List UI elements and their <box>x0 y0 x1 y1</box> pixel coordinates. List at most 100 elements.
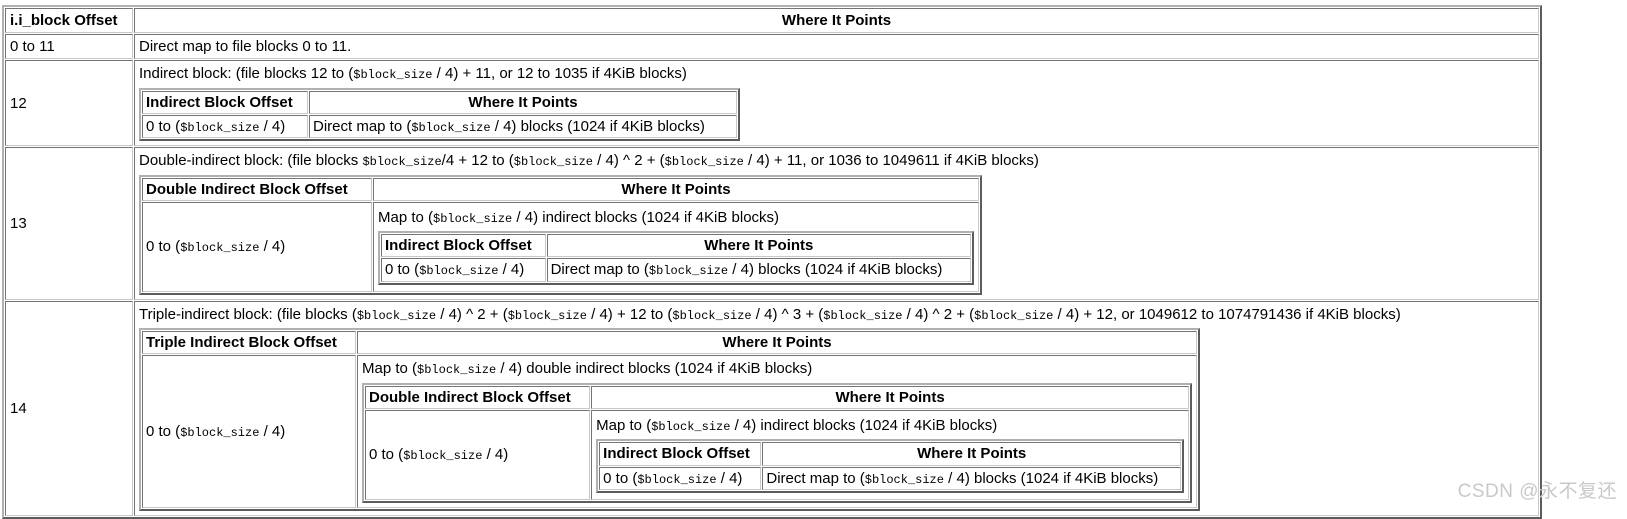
trp-header-points: Where It Points <box>357 331 1197 355</box>
trp-lead-code2: $block_size <box>507 308 587 323</box>
trp-inner-cell-points: Map to ($block_size / 4) indirect blocks… <box>591 409 1189 500</box>
triple-indirect-body-row: 0 to ($block_size / 4) Map to ($block_si… <box>142 355 1197 508</box>
dbl-map-pre: Map to ( <box>378 208 434 226</box>
indirect-nested-row: 0 to ($block_size / 4) Direct map to ($b… <box>142 114 737 139</box>
indirect-points-pre: Direct map to ( <box>313 117 412 135</box>
trp-offset-post: / 4) <box>259 422 286 440</box>
trp-lead-mid3: / 4) ^ 3 + ( <box>751 305 824 323</box>
indirect-lead-post: / 4) + 11, or 12 to 1035 if 4KiB blocks) <box>432 65 687 83</box>
indirect-cell-offset: 0 to ($block_size / 4) <box>142 114 308 139</box>
trp-lead-mid2: / 4) + 12 to ( <box>586 305 673 323</box>
trp-inner-map-post: / 4) indirect blocks (1024 if 4KiB block… <box>730 416 998 434</box>
dbl-inner-points-code: $block_size <box>648 264 729 279</box>
trp-inner-offset-post: / 4) <box>482 446 509 464</box>
cell-offset-indirect: 12 <box>5 60 133 147</box>
trp-innermost-offset-code: $block_size <box>637 472 717 487</box>
double-indirect-body-row: 0 to ($block_size / 4) Map to ($block_si… <box>142 201 979 292</box>
table-header-row: i.i_block Offset Where It Points <box>5 8 1539 34</box>
trp-map-pre: Map to ( <box>362 360 418 378</box>
trp-innermost-body-row: 0 to ($block_size / 4) Direct map to ($b… <box>599 466 1181 490</box>
indirect-offset-pre: 0 to ( <box>146 117 181 135</box>
double-indirect-header-row: Double Indirect Block Offset Where It Po… <box>142 177 979 201</box>
indirect-header-offset: Indirect Block Offset <box>142 90 308 114</box>
table-row-triple-indirect: 14 Triple-indirect block: (file blocks (… <box>5 300 1539 516</box>
indirect-cell-points: Direct map to ($block_size / 4) blocks (… <box>309 114 737 139</box>
dbl-lead-mid2: / 4) ^ 2 + ( <box>593 152 665 170</box>
dbl-inner-header-row: Indirect Block Offset Where It Points <box>381 234 971 258</box>
trp-lead-code3: $block_size <box>672 308 752 323</box>
inode-block-map-table: i.i_block Offset Where It Points 0 to 11… <box>2 5 1542 519</box>
cell-offset-double-indirect: 13 <box>5 147 133 300</box>
trp-lead-pre: Triple-indirect block: (file blocks ( <box>139 305 357 323</box>
dbl-inner-offset-post: / 4) <box>498 261 525 279</box>
dbl-inner-body-row: 0 to ($block_size / 4) Direct map to ($b… <box>381 258 971 282</box>
dbl-inner-cell-points: Direct map to ($block_size / 4) blocks (… <box>546 258 971 282</box>
dbl-offset-pre: 0 to ( <box>146 238 181 256</box>
trp-innermost-points-pre: Direct map to ( <box>766 469 865 487</box>
dbl-offset-post: / 4) <box>259 238 286 256</box>
indirect-lead-text: Indirect block: (file blocks 12 to ($blo… <box>139 64 1534 85</box>
dbl-inner-header-points: Where It Points <box>546 234 971 258</box>
dbl-inner-offset-code: $block_size <box>419 264 499 279</box>
trp-lead-code5: $block_size <box>974 308 1054 323</box>
dbl-inner-cell-offset: 0 to ($block_size / 4) <box>381 258 546 282</box>
dbl-inner-points-pre: Direct map to ( <box>550 261 649 279</box>
double-indirect-lead-text: Double-indirect block: (file blocks $blo… <box>139 151 1534 172</box>
dbl-header-points: Where It Points <box>373 177 979 201</box>
table-row-double-indirect: 13 Double-indirect block: (file blocks $… <box>5 147 1539 300</box>
triple-indirect-nested-table: Triple Indirect Block Offset Where It Po… <box>139 328 1200 511</box>
double-indirect-inner-table: Indirect Block Offset Where It Points 0 … <box>378 231 974 285</box>
dbl-lead-code3: $block_size <box>664 155 744 170</box>
trp-innermost-cell-offset: 0 to ($block_size / 4) <box>599 466 762 490</box>
dbl-lead-mid1: /4 + 12 to ( <box>441 152 514 170</box>
trp-lead-mid1: / 4) ^ 2 + ( <box>436 305 508 323</box>
cell-points-indirect: Indirect block: (file blocks 12 to ($blo… <box>134 60 1539 147</box>
trp-innermost-points-post: / 4) blocks (1024 if 4KiB blocks) <box>943 469 1159 487</box>
dbl-cell-offset: 0 to ($block_size / 4) <box>142 201 372 292</box>
dbl-inner-offset-pre: 0 to ( <box>385 261 420 279</box>
trp-innermost-header-offset: Indirect Block Offset <box>599 442 762 466</box>
header-iblock-offset: i.i_block Offset <box>5 8 133 34</box>
triple-indirect-innermost-table: Indirect Block Offset Where It Points 0 … <box>596 439 1184 493</box>
table-row-indirect: 12 Indirect block: (file blocks 12 to ($… <box>5 60 1539 147</box>
indirect-lead-code: $block_size <box>353 68 433 83</box>
trp-lead-code4: $block_size <box>823 308 903 323</box>
dbl-header-offset: Double Indirect Block Offset <box>142 177 372 201</box>
dbl-inner-header-offset: Indirect Block Offset <box>381 234 546 258</box>
trp-inner-body-row: 0 to ($block_size / 4) Map to ($block_si… <box>365 409 1189 500</box>
trp-lead-mid4: / 4) ^ 2 + ( <box>902 305 975 323</box>
dbl-lead-code1: $block_size <box>362 155 442 170</box>
trp-lead-post: / 4) + 12, or 1049612 to 1074791436 if 4… <box>1053 305 1401 323</box>
indirect-points-post: / 4) blocks (1024 if 4KiB blocks) <box>490 117 705 135</box>
dbl-lead-post: / 4) + 11, or 1036 to 1049611 if 4KiB bl… <box>743 152 1039 170</box>
trp-map-text: Map to ($block_size / 4) double indirect… <box>362 359 1192 380</box>
triple-indirect-lead-text: Triple-indirect block: (file blocks ( $bl… <box>139 305 1534 326</box>
indirect-points-code: $block_size <box>411 120 491 135</box>
trp-cell-points: Map to ($block_size / 4) double indirect… <box>357 355 1197 508</box>
trp-offset-code: $block_size <box>180 425 260 440</box>
trp-inner-header-points: Where It Points <box>591 385 1189 409</box>
trp-map-code: $block_size <box>417 363 497 378</box>
trp-innermost-header-points: Where It Points <box>762 442 1181 466</box>
trp-inner-header-offset: Double Indirect Block Offset <box>365 385 591 409</box>
trp-innermost-offset-post: / 4) <box>716 469 743 487</box>
trp-offset-pre: 0 to ( <box>146 422 181 440</box>
triple-indirect-header-row: Triple Indirect Block Offset Where It Po… <box>142 331 1197 355</box>
trp-innermost-cell-points: Direct map to ($block_size / 4) blocks (… <box>762 466 1181 490</box>
dbl-inner-points-post: / 4) blocks (1024 if 4KiB blocks) <box>728 261 943 279</box>
trp-inner-cell-offset: 0 to ($block_size / 4) <box>365 409 591 500</box>
indirect-header-points: Where It Points <box>309 90 737 114</box>
triple-indirect-inner-table: Double Indirect Block Offset Where It Po… <box>362 382 1192 503</box>
table-row-direct: 0 to 11 Direct map to file blocks 0 to 1… <box>5 34 1539 60</box>
trp-inner-header-row: Double Indirect Block Offset Where It Po… <box>365 385 1189 409</box>
dbl-map-text: Map to ($block_size / 4) indirect blocks… <box>378 208 974 229</box>
header-where-it-points: Where It Points <box>134 8 1539 34</box>
trp-innermost-header-row: Indirect Block Offset Where It Points <box>599 442 1181 466</box>
cell-offset-direct: 0 to 11 <box>5 34 133 60</box>
cell-points-direct: Direct map to file blocks 0 to 11. <box>134 34 1539 60</box>
indirect-nested-table: Indirect Block Offset Where It Points 0 … <box>139 87 740 142</box>
dbl-lead-pre: Double-indirect block: (file blocks <box>139 152 363 170</box>
trp-inner-offset-code: $block_size <box>403 449 483 464</box>
indirect-nested-header-row: Indirect Block Offset Where It Points <box>142 90 737 114</box>
trp-inner-offset-pre: 0 to ( <box>369 446 404 464</box>
